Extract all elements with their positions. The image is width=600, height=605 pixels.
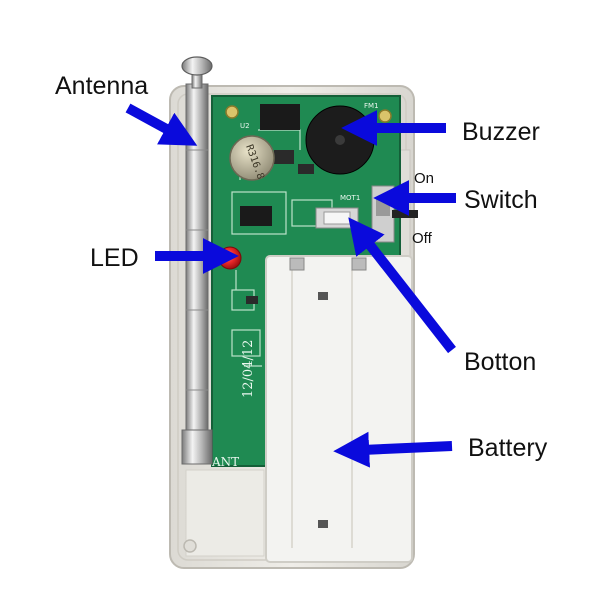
ic-chip — [260, 104, 300, 130]
ic-chip — [240, 206, 272, 226]
pcb-ant-text: ANT — [211, 455, 239, 469]
battery-screw-slot — [318, 292, 328, 300]
smd-component — [298, 164, 314, 174]
label-on: On — [414, 170, 435, 187]
pcb-mot-text: MOT1 — [340, 194, 360, 202]
antenna-tip — [181, 56, 213, 76]
smd-component — [274, 150, 294, 164]
label-buzzer: Buzzer — [462, 118, 540, 146]
pcb-mount-hole — [378, 109, 392, 123]
antenna-base — [181, 429, 213, 465]
label-botton: Botton — [464, 348, 537, 376]
label-led: LED — [90, 244, 139, 272]
arrow-battery — [333, 431, 453, 468]
crystal-resonator — [229, 135, 275, 181]
casing-lower-left — [185, 469, 265, 557]
slide-switch-lever — [392, 210, 418, 218]
smd-component — [246, 296, 258, 304]
push-button-cap — [323, 211, 351, 225]
antenna-rod — [185, 83, 209, 461]
label-off: Off — [412, 230, 432, 247]
casing-screw-boss — [183, 539, 197, 553]
battery-holder-ribs — [291, 270, 353, 548]
battery-holder — [265, 255, 413, 563]
pcb-date-text: 12/04/12 — [241, 340, 256, 398]
slide-switch-knob — [376, 198, 390, 216]
label-antenna: Antenna — [55, 72, 149, 100]
arrow-antenna — [125, 103, 198, 146]
antenna-segments — [186, 149, 208, 391]
battery-contact — [351, 257, 367, 271]
callout-arrows — [125, 103, 456, 468]
pcb-fm-text: FM1 — [364, 102, 379, 110]
battery-contact — [289, 257, 305, 271]
label-switch: Switch — [464, 186, 538, 214]
led-light — [218, 246, 242, 270]
label-battery: Battery — [468, 434, 548, 462]
arrow-botton — [348, 217, 456, 354]
buzzer-hole — [335, 135, 345, 145]
pcb-mount-hole — [225, 105, 239, 119]
battery-screw-slot — [318, 520, 328, 528]
pcb-ic-text: U2 — [240, 122, 250, 130]
